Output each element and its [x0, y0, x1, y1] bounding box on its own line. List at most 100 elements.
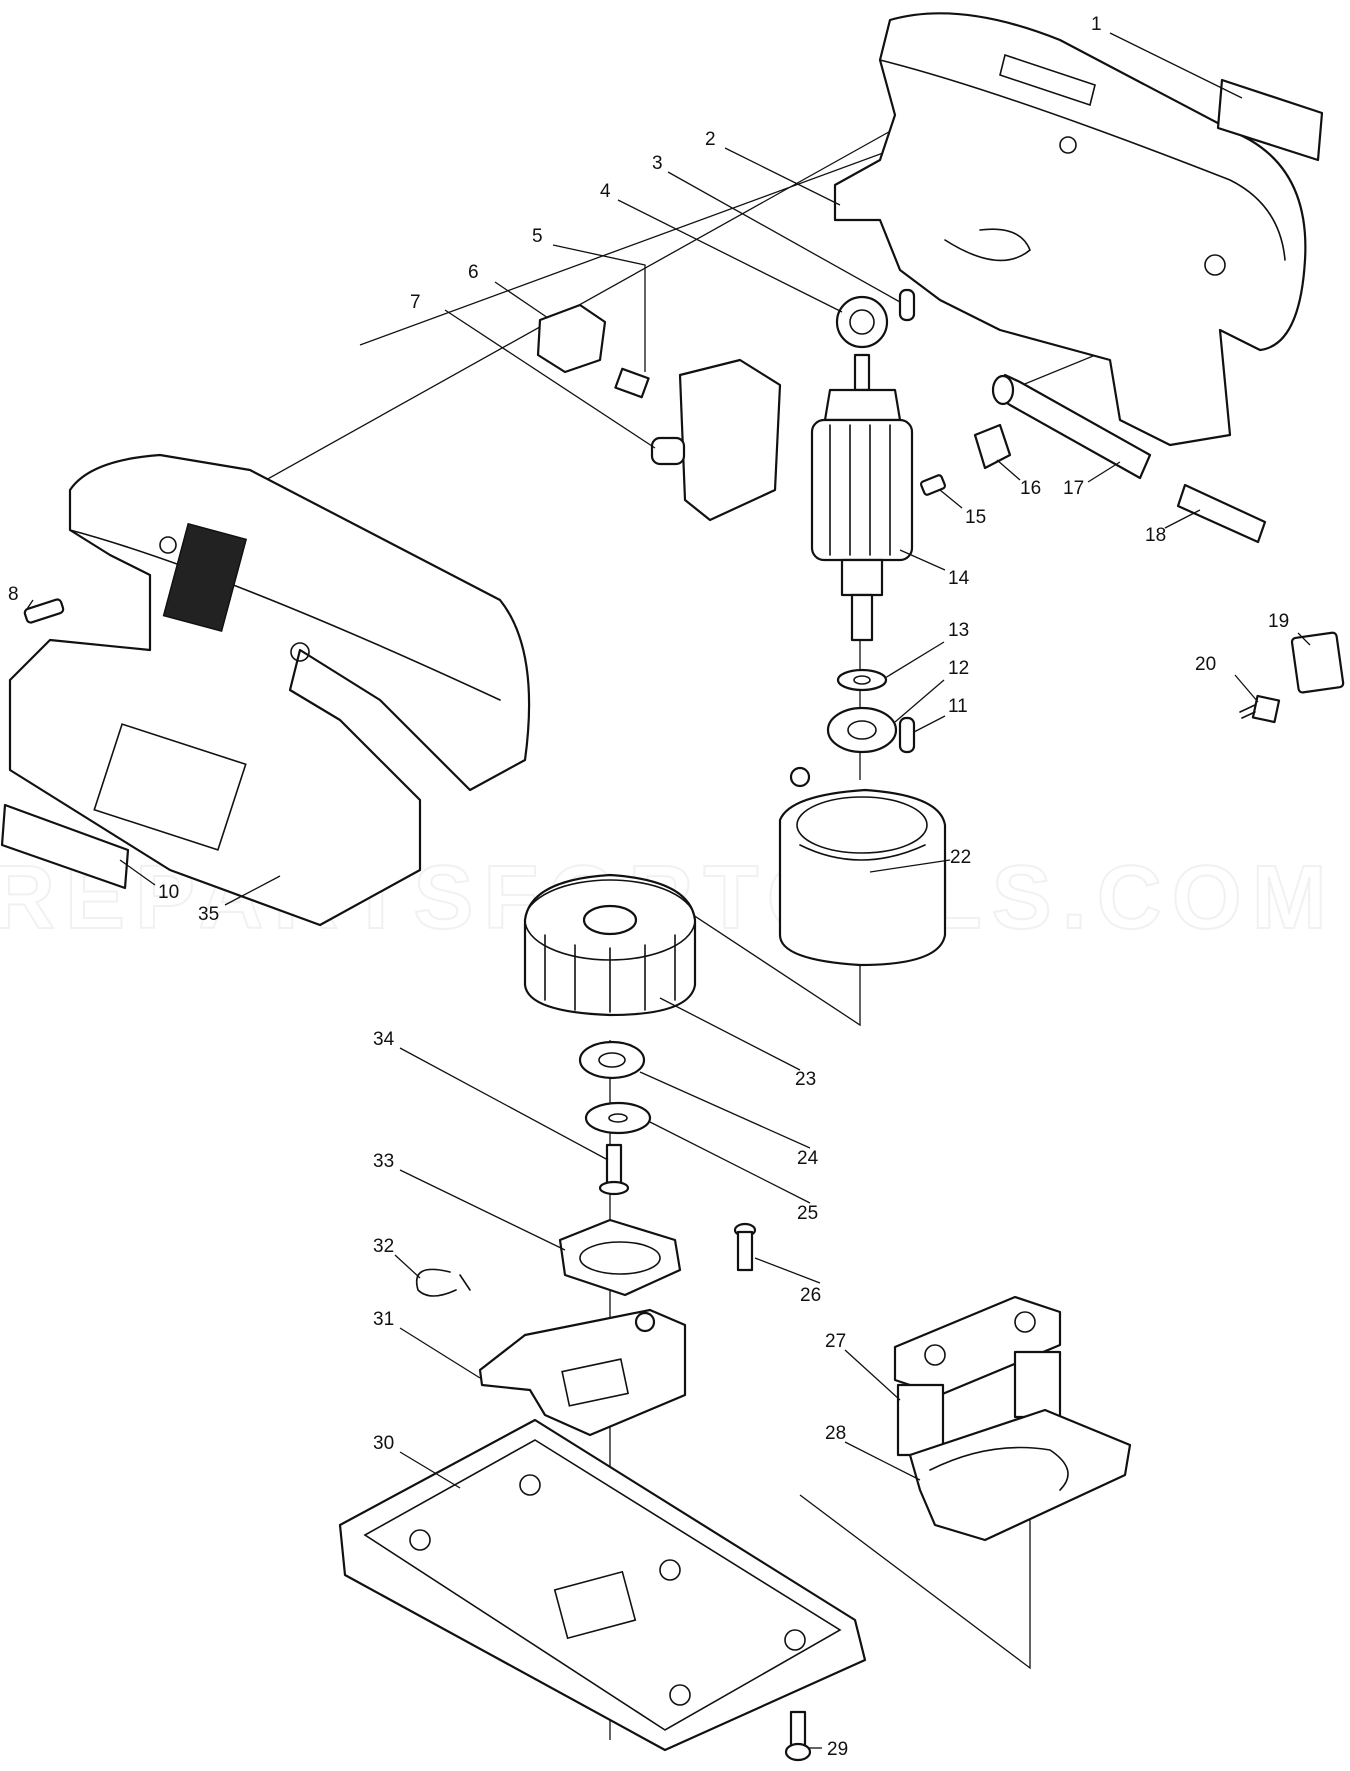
part-washer-25-hole: [608, 1113, 628, 1123]
bracket-31-body: [478, 1308, 687, 1437]
part-clip-32: [415, 1268, 471, 1297]
housing-left-window: [93, 723, 247, 851]
leader-28: [844, 1441, 921, 1481]
leader-30: [399, 1451, 461, 1489]
part-bracket-31: [478, 1308, 687, 1437]
screw-8-body: [23, 598, 65, 624]
leader-7: [444, 309, 656, 449]
bearing-housing-plate: [558, 1218, 682, 1297]
housing-left-boss: [290, 642, 310, 662]
housing-left-rim: [69, 529, 501, 701]
part-label-plate-1: [1216, 78, 1324, 162]
callout-35: 35: [198, 904, 219, 925]
housing-right-rim: [879, 59, 1286, 261]
leader-20: [1234, 674, 1259, 703]
part-housing-right: [833, 12, 1307, 447]
base-30-pad-b: [519, 1474, 541, 1496]
leader-10: [119, 859, 156, 886]
part-housing-left: [8, 453, 531, 927]
callout-27: 27: [825, 1331, 846, 1352]
part-screw-8: [23, 598, 65, 624]
leader-4: [617, 199, 843, 313]
callout-6: 6: [468, 262, 479, 283]
bearing-housing-bore: [579, 1241, 661, 1275]
callout-20: 20: [1195, 654, 1216, 675]
switch-button-5: [614, 367, 650, 399]
leader-3: [667, 171, 901, 303]
part-washer-13-hole: [853, 675, 871, 685]
part-bearing-housing-33: [558, 1218, 682, 1297]
callout-12: 12: [948, 658, 969, 679]
part-plate-28: [908, 1408, 1132, 1542]
housing-right-shell: [833, 12, 1307, 447]
housing-right-cavity: [944, 228, 1031, 262]
leader-34: [399, 1047, 609, 1161]
housing-left-vent-block: [162, 522, 248, 633]
switch-connector-6: [536, 303, 607, 374]
callout-29: 29: [827, 1739, 848, 1760]
callout-10: 10: [158, 882, 179, 903]
callout-11: 11: [948, 696, 968, 717]
part-support-27: [893, 1295, 1062, 1457]
fan-body: [523, 873, 697, 1017]
part-fan-23: [523, 873, 697, 1017]
housing-right-screw-hole: [1204, 254, 1226, 276]
plate-28-cutout: [929, 1446, 1069, 1491]
cord-18: [1176, 483, 1267, 544]
field-terminal: [789, 766, 811, 788]
leader-15: [939, 489, 963, 509]
screw-34-shank: [605, 1143, 623, 1187]
part-screw-34: [598, 1143, 630, 1196]
part-bearing-24-bore: [598, 1052, 626, 1068]
housing-left-shell: [8, 453, 531, 927]
part-carbon-brush-19: [1290, 631, 1345, 694]
part-pin-11: [898, 716, 916, 754]
housing-right-boss: [1059, 136, 1077, 154]
fan-hub: [582, 904, 638, 936]
callout-4: 4: [600, 181, 611, 202]
callout-24: 24: [797, 1148, 819, 1169]
callout-1: 1: [1091, 14, 1102, 35]
screw-29-shank: [789, 1710, 807, 1748]
callout-34: 34: [373, 1029, 395, 1050]
callout-3: 3: [652, 153, 663, 174]
callout-13: 13: [948, 620, 969, 641]
callout-15: 15: [965, 507, 986, 528]
part-brush-holder-20: [1251, 694, 1281, 724]
support-27-hole-b: [1014, 1311, 1036, 1333]
callout-22: 22: [950, 847, 971, 868]
part-bearing-4-bore: [849, 309, 875, 335]
part-bearing-24: [578, 1040, 646, 1080]
base-30-pad-a: [409, 1529, 431, 1551]
part-base-30: [338, 1418, 867, 1752]
support-27-leg-right: [1013, 1350, 1062, 1419]
switch-plunger-7: [650, 436, 686, 466]
part-bearing-4: [835, 295, 889, 349]
base-30-center: [553, 1570, 637, 1640]
leader-12: [894, 679, 945, 723]
leader-16: [996, 459, 1021, 481]
screw-34-head: [598, 1180, 630, 1196]
armature-core: [810, 418, 914, 562]
callout-25: 25: [797, 1203, 818, 1224]
callout-17: 17: [1063, 478, 1084, 499]
support-27-top: [893, 1295, 1062, 1397]
callout-28: 28: [825, 1423, 846, 1444]
base-30-body: [338, 1418, 867, 1752]
strain-relief-16: [973, 423, 1012, 470]
part-brush-holder-20-wires: [1239, 704, 1256, 719]
callout-7: 7: [410, 292, 421, 313]
callout-16: 16: [1020, 478, 1041, 499]
leader-31: [399, 1327, 481, 1379]
callout-33: 33: [373, 1151, 394, 1172]
callout-30: 30: [373, 1433, 394, 1454]
part-field-22: [778, 766, 947, 967]
housing-right-vents: [999, 53, 1096, 107]
part-bearing-12-bore: [847, 720, 877, 740]
leader-32: [394, 1254, 421, 1279]
leader-13: [884, 641, 945, 679]
leader-5: [552, 244, 646, 372]
callout-23: 23: [795, 1069, 816, 1090]
leader-23: [659, 997, 801, 1071]
